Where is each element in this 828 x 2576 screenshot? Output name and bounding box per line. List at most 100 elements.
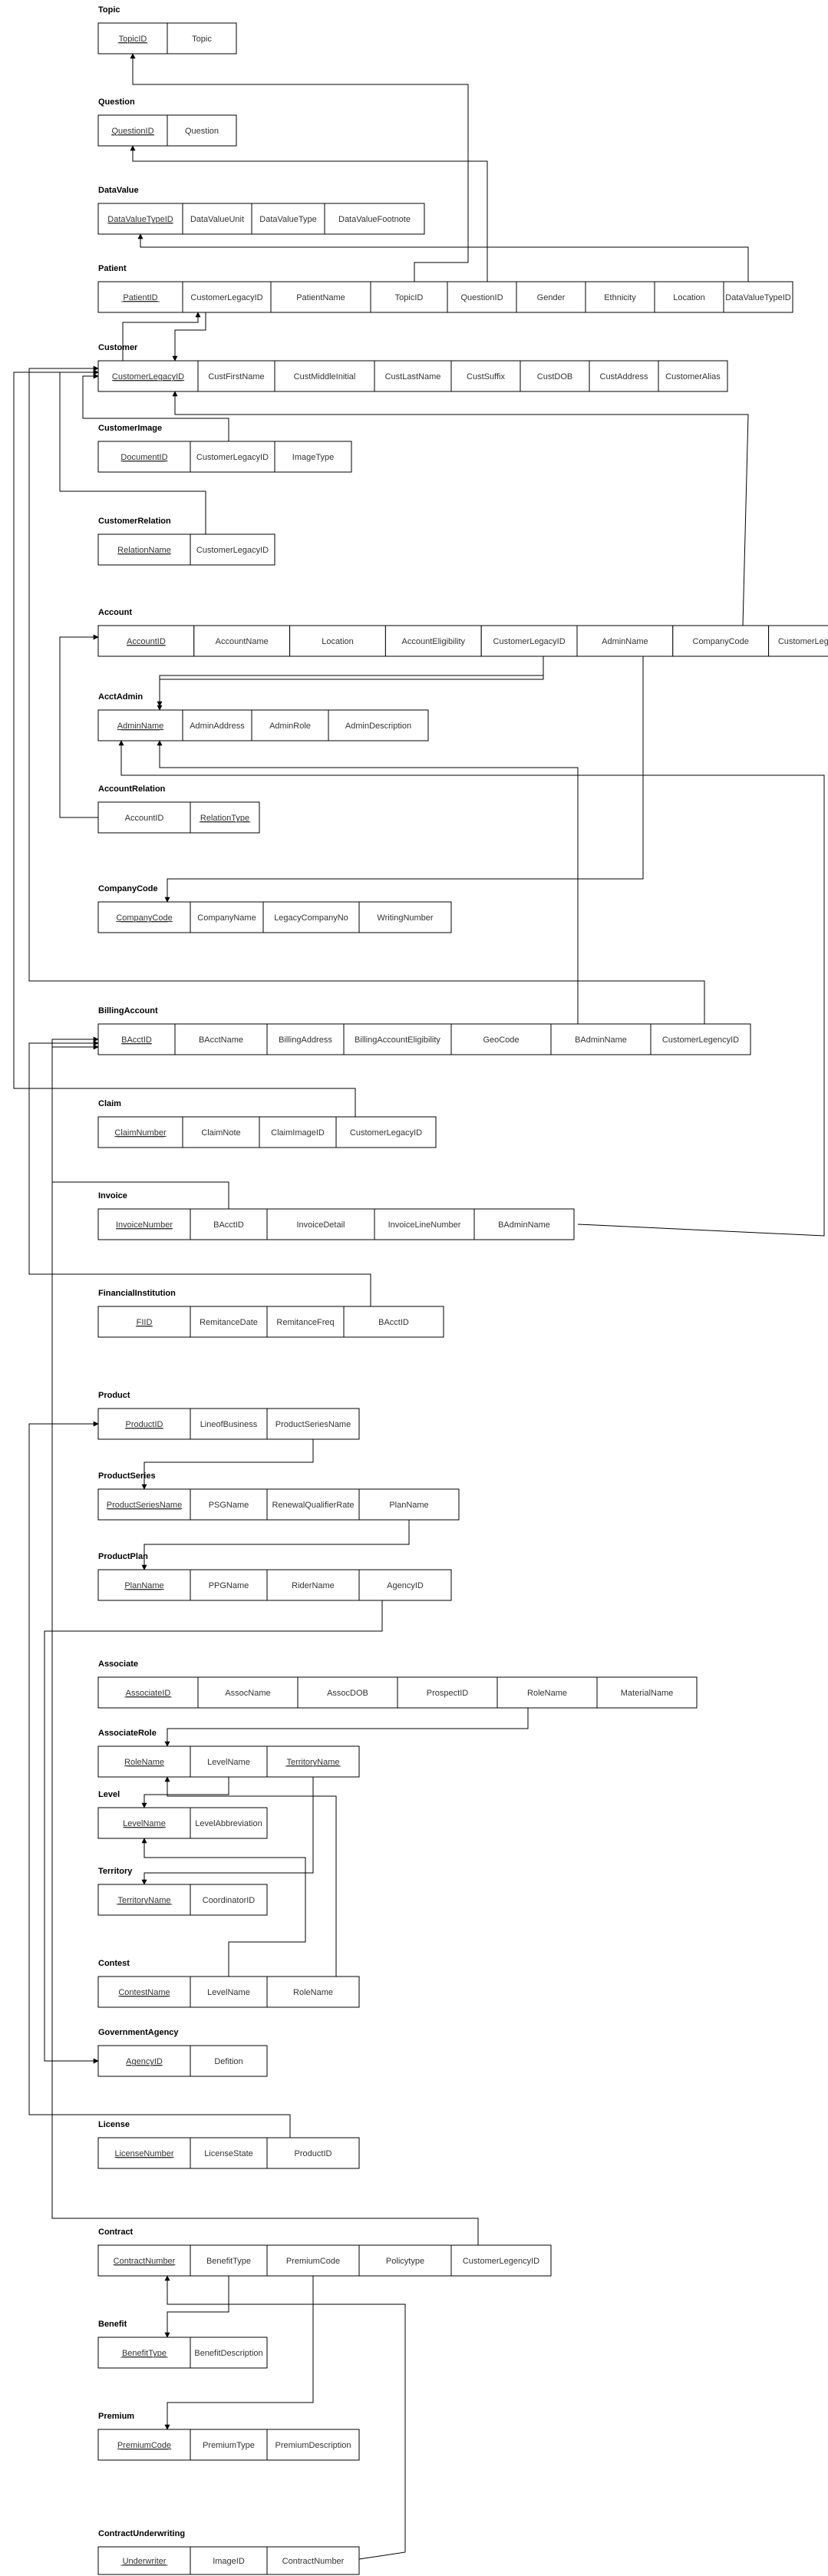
field-cell[interactable]: CustAddress <box>589 360 659 392</box>
field-cell[interactable]: RenewalQualifierRate <box>266 1488 360 1521</box>
field-cell[interactable]: RiderName <box>266 1569 360 1601</box>
field-cell[interactable]: PremiumDescription <box>266 2429 360 2461</box>
field-cell[interactable]: ProductSeriesName <box>97 1488 191 1521</box>
field-cell[interactable]: CustMiddleInitial <box>274 360 375 392</box>
field-cell[interactable]: CustomerLegacyID <box>190 441 275 473</box>
field-cell[interactable]: AssocName <box>197 1676 299 1709</box>
field-cell[interactable]: DataValueTypeID <box>723 281 793 313</box>
field-cell[interactable]: AccountID <box>97 625 195 657</box>
field-cell[interactable]: CompanyName <box>190 901 264 933</box>
field-cell[interactable]: CoordinatorID <box>190 1884 268 1916</box>
field-cell[interactable]: Location <box>654 281 724 313</box>
field-cell[interactable]: LicenseNumber <box>97 2137 191 2169</box>
field-cell[interactable]: CustomerLegacyID <box>190 533 275 566</box>
field-cell[interactable]: MaterialName <box>596 1676 698 1709</box>
field-cell[interactable]: DataValueTypeID <box>97 203 183 235</box>
field-cell[interactable]: CustomerLegacyID <box>97 360 199 392</box>
field-cell[interactable]: AssociateID <box>97 1676 199 1709</box>
field-cell[interactable]: BAcctID <box>97 1023 176 1055</box>
field-cell[interactable]: BAcctID <box>190 1208 268 1240</box>
field-cell[interactable]: AdminDescription <box>328 709 429 741</box>
field-cell[interactable]: InvoiceLineNumber <box>374 1208 475 1240</box>
field-cell[interactable]: PatientName <box>270 281 371 313</box>
field-cell[interactable]: BillingAddress <box>266 1023 345 1055</box>
field-cell[interactable]: CustomerLegacyID <box>335 1116 437 1148</box>
field-cell[interactable]: PremiumType <box>190 2429 268 2461</box>
field-cell[interactable]: BenefitType <box>190 2244 268 2277</box>
field-cell[interactable]: CustomerLegencyID <box>650 1023 751 1055</box>
field-cell[interactable]: QuestionID <box>97 114 168 147</box>
field-cell[interactable]: BenefitType <box>97 2337 191 2369</box>
field-cell[interactable]: Gender <box>516 281 586 313</box>
field-cell[interactable]: ProspectID <box>397 1676 498 1709</box>
field-cell[interactable]: Policytype <box>358 2244 452 2277</box>
field-cell[interactable]: Topic <box>167 22 237 54</box>
field-cell[interactable]: AccountID <box>97 801 191 834</box>
field-cell[interactable]: DataValueUnit <box>182 203 252 235</box>
field-cell[interactable]: TopicID <box>370 281 448 313</box>
field-cell[interactable]: ContractNumber <box>97 2244 191 2277</box>
field-cell[interactable]: ProductSeriesName <box>266 1408 360 1440</box>
field-cell[interactable]: BAcctName <box>174 1023 268 1055</box>
field-cell[interactable]: PlanName <box>97 1569 191 1601</box>
field-cell[interactable]: LevelName <box>190 1745 268 1778</box>
field-cell[interactable]: PlanName <box>358 1488 460 1521</box>
field-cell[interactable]: BAdminName <box>473 1208 575 1240</box>
field-cell[interactable]: AccountEligibility <box>384 625 482 657</box>
field-cell[interactable]: ContractNumber <box>266 2546 360 2575</box>
field-cell[interactable]: InvoiceNumber <box>97 1208 191 1240</box>
field-cell[interactable]: ProductID <box>266 2137 360 2169</box>
field-cell[interactable]: BAcctID <box>343 1306 444 1338</box>
field-cell[interactable]: GeoCode <box>450 1023 552 1055</box>
field-cell[interactable]: RemitanceDate <box>190 1306 268 1338</box>
field-cell[interactable]: ImageID <box>190 2546 268 2575</box>
field-cell[interactable]: CustFirstName <box>197 360 275 392</box>
field-cell[interactable]: Location <box>289 625 386 657</box>
field-cell[interactable]: AccountName <box>193 625 291 657</box>
field-cell[interactable]: LevelAbbreviation <box>190 1807 268 1839</box>
field-cell[interactable]: BenefitDescription <box>190 2337 268 2369</box>
field-cell[interactable]: Ethnicity <box>585 281 655 313</box>
field-cell[interactable]: Question <box>167 114 237 147</box>
field-cell[interactable]: LicenseState <box>190 2137 268 2169</box>
field-cell[interactable]: RoleName <box>496 1676 598 1709</box>
field-cell[interactable]: PatientID <box>97 281 183 313</box>
field-cell[interactable]: Underwriter <box>97 2546 191 2575</box>
field-cell[interactable]: ProductID <box>97 1408 191 1440</box>
field-cell[interactable]: RelationName <box>97 533 191 566</box>
field-cell[interactable]: ClaimNumber <box>97 1116 183 1148</box>
field-cell[interactable]: DocumentID <box>97 441 191 473</box>
field-cell[interactable]: CompanyCode <box>672 625 770 657</box>
field-cell[interactable]: Defition <box>190 2045 268 2077</box>
field-cell[interactable]: QuestionID <box>447 281 517 313</box>
field-cell[interactable]: PPGName <box>190 1569 268 1601</box>
field-cell[interactable]: TopicID <box>97 22 168 54</box>
field-cell[interactable]: CompanyCode <box>97 901 191 933</box>
field-cell[interactable]: CustomerAlias <box>658 360 728 392</box>
field-cell[interactable]: WritingNumber <box>358 901 452 933</box>
field-cell[interactable]: PSGName <box>190 1488 268 1521</box>
field-cell[interactable]: PremiumCode <box>266 2244 360 2277</box>
field-cell[interactable]: LegacyCompanyNo <box>262 901 360 933</box>
field-cell[interactable]: CustDOB <box>520 360 590 392</box>
field-cell[interactable]: RelationType <box>190 801 260 834</box>
field-cell[interactable]: LevelName <box>190 1976 268 2008</box>
field-cell[interactable]: TerritoryName <box>266 1745 360 1778</box>
field-cell[interactable]: ClaimNote <box>182 1116 260 1148</box>
field-cell[interactable]: CustLastName <box>374 360 452 392</box>
field-cell[interactable]: BAdminName <box>550 1023 652 1055</box>
field-cell[interactable]: ClaimImageID <box>259 1116 337 1148</box>
field-cell[interactable]: AssocDOB <box>297 1676 398 1709</box>
field-cell[interactable]: CustomerLegacyID <box>480 625 578 657</box>
field-cell[interactable]: DataValueFootnote <box>324 203 425 235</box>
field-cell[interactable]: AgencyID <box>97 2045 191 2077</box>
field-cell[interactable]: AdminName <box>576 625 674 657</box>
field-cell[interactable]: CustSuffix <box>450 360 521 392</box>
field-cell[interactable]: RoleName <box>97 1745 191 1778</box>
field-cell[interactable]: CustomerLegacyID <box>182 281 272 313</box>
field-cell[interactable]: LevelName <box>97 1807 191 1839</box>
field-cell[interactable]: RemitanceFreq <box>266 1306 345 1338</box>
field-cell[interactable]: FIID <box>97 1306 191 1338</box>
field-cell[interactable]: PremiumCode <box>97 2429 191 2461</box>
field-cell[interactable]: InvoiceDetail <box>266 1208 375 1240</box>
